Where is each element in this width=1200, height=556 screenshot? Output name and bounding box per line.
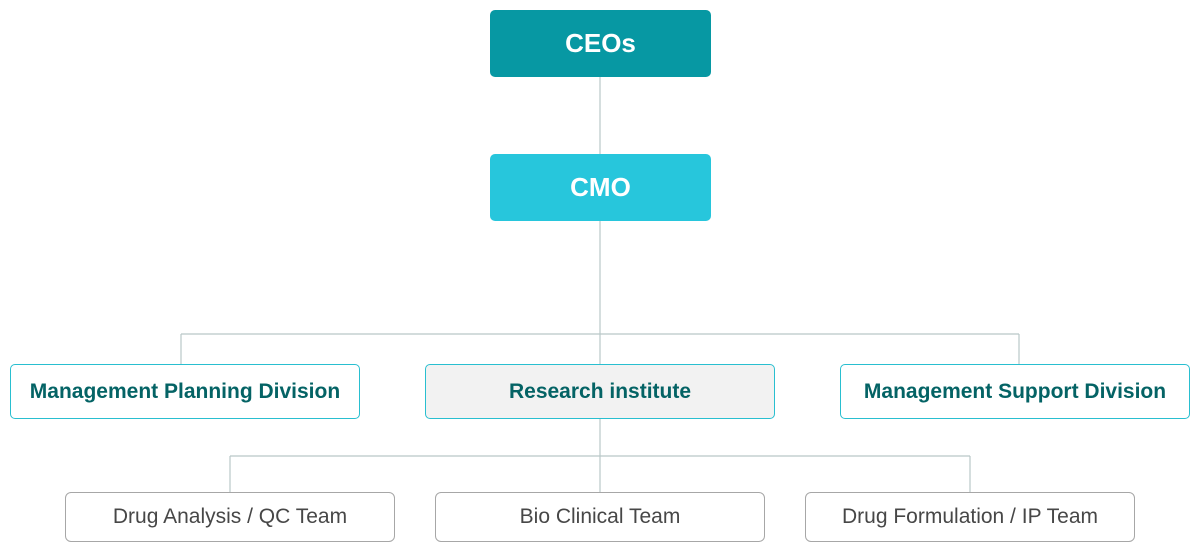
management-support-division-label: Management Support Division	[863, 379, 1167, 403]
ceo-node: CEOs	[490, 10, 711, 77]
bio-clinical-team-node: Bio Clinical Team	[435, 492, 765, 542]
cmo-node: CMO	[490, 154, 711, 221]
research-institute-node: Research institute	[425, 364, 775, 419]
bio-clinical-team-label: Bio Clinical Team	[519, 505, 681, 528]
management-planning-division-label: Management Planning Division	[29, 379, 341, 403]
drug-analysis-qc-team-node: Drug Analysis / QC Team	[65, 492, 395, 542]
ceo-label: CEOs	[565, 28, 636, 58]
management-support-division-node: Management Support Division	[840, 364, 1190, 419]
drug-formulation-ip-team-node: Drug Formulation / IP Team	[805, 492, 1135, 542]
cmo-label: CMO	[570, 172, 631, 202]
research-institute-label: Research institute	[508, 379, 692, 403]
drug-analysis-qc-team-label: Drug Analysis / QC Team	[112, 505, 348, 528]
management-planning-division-node: Management Planning Division	[10, 364, 360, 419]
drug-formulation-ip-team-label: Drug Formulation / IP Team	[842, 505, 1098, 528]
